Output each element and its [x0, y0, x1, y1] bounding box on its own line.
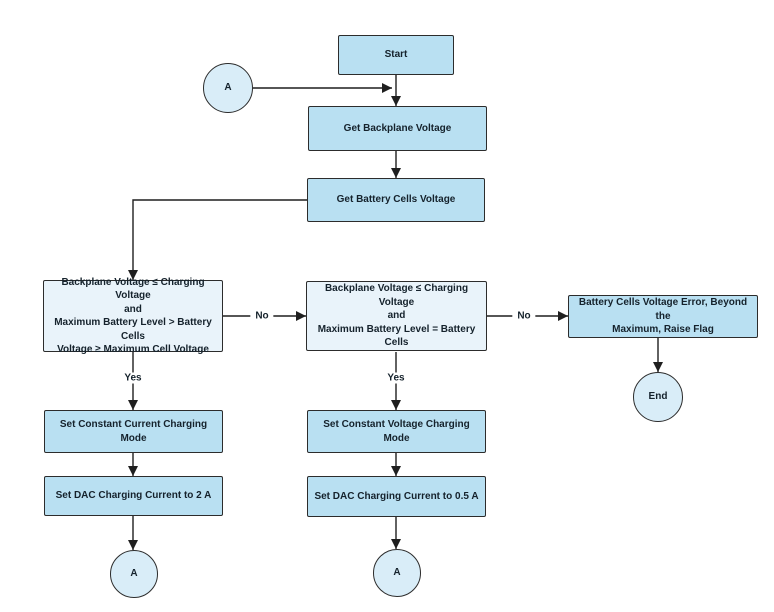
node-decision-constant-current: Backplane Voltage ≤ Charging Voltage and… [43, 277, 223, 355]
node-connector-a-top: A [203, 63, 253, 113]
node-set-dac-current-05a: Set DAC Charging Current to 0.5 A [307, 476, 486, 517]
node-get-backplane-voltage: Get Backplane Voltage [308, 106, 487, 151]
node-connector-a-left: A [110, 550, 158, 598]
node-set-dac-current-2a: Set DAC Charging Current to 2 A [44, 476, 223, 516]
node-decision-constant-voltage: Backplane Voltage ≤ Charging Voltage and… [306, 281, 487, 351]
edge-label-no-right: No [512, 310, 536, 322]
node-start: Start [338, 35, 454, 75]
node-set-constant-current-mode: Set Constant Current Charging Mode [44, 410, 223, 453]
edge-label-yes-mid: Yes [382, 372, 410, 384]
edge-label-yes-left: Yes [119, 372, 147, 384]
edge-label-no-left: No [250, 310, 274, 322]
node-error-raise-flag: Battery Cells Voltage Error, Beyond the … [568, 295, 758, 338]
node-end: End [633, 372, 683, 422]
node-get-battery-cells-voltage: Get Battery Cells Voltage [307, 178, 485, 222]
node-set-constant-voltage-mode: Set Constant Voltage Charging Mode [307, 410, 486, 453]
node-connector-a-mid: A [373, 549, 421, 597]
